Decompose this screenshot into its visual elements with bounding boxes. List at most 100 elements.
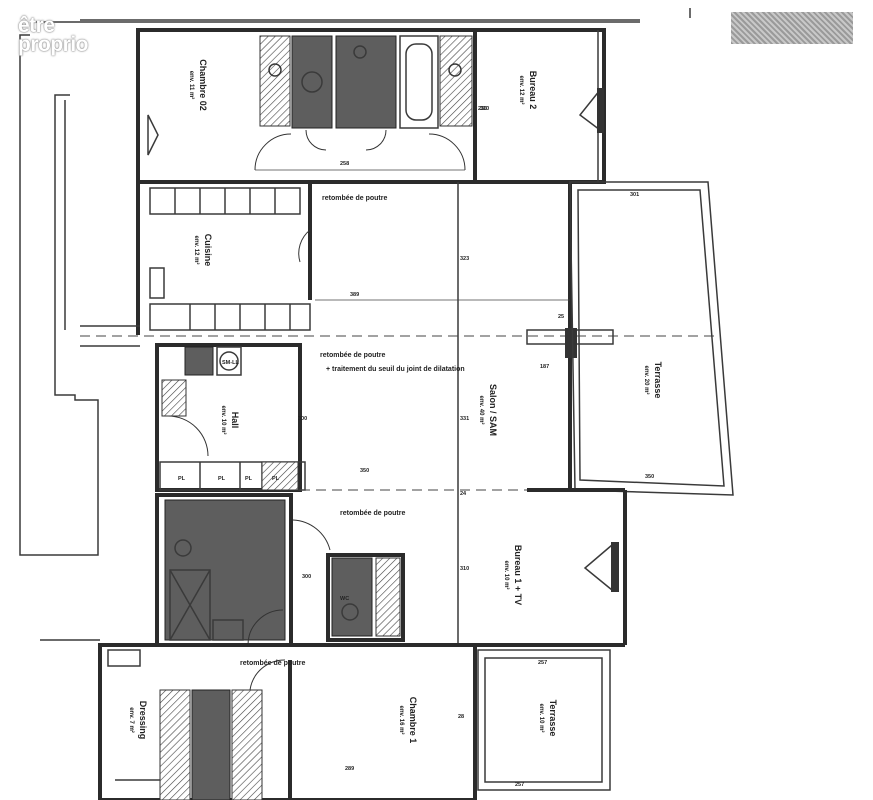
room-cuisine: Cuisine env. 12 m² — [193, 234, 213, 267]
window-frame — [611, 542, 619, 592]
room-area: env. 12 m² — [193, 236, 200, 265]
closet-label: PL — [218, 476, 226, 482]
dimension-label: 187 — [540, 364, 549, 370]
terrace-1-inner — [577, 189, 725, 487]
door-arc — [254, 133, 292, 171]
kitchen-cabinets-bottom — [149, 303, 311, 331]
hall-appliance — [184, 346, 214, 376]
dimension-label: 301 — [630, 192, 639, 198]
room-label: Bureau 1 + TV — [513, 545, 523, 605]
brand-watermark: être proprio — [18, 14, 89, 55]
bathroom-wall-hatch — [259, 35, 291, 127]
dressing-storage — [191, 689, 231, 800]
terrace-2-outline — [477, 649, 611, 791]
dimension-label: 331 — [460, 416, 469, 422]
window-frame — [597, 88, 604, 133]
sink-icon — [448, 63, 462, 77]
door-arc — [305, 129, 327, 151]
toilet-icon — [341, 603, 359, 621]
room-label: Cuisine — [203, 234, 213, 267]
door-arc — [428, 133, 466, 171]
room-label: Dressing — [138, 701, 148, 740]
room-label: Terrasse — [653, 362, 663, 399]
watermark-line: être — [18, 14, 55, 37]
closet-hatch — [261, 461, 299, 491]
wc-floor — [331, 557, 373, 637]
room-area: env. 10 m² — [503, 561, 510, 590]
room-chambre2: Chambre 02 env. 11 m² — [188, 59, 208, 111]
room-terrasse-2: Terrasse env. 10 m² — [538, 700, 558, 737]
dressing-hatch — [159, 689, 191, 800]
room-area: env. 20 m² — [643, 366, 650, 395]
window-symbol — [147, 114, 159, 156]
toilet-icon — [301, 71, 323, 93]
room-bureau1: Bureau 1 + TV env. 10 m² — [503, 545, 523, 605]
sink-icon — [353, 45, 367, 59]
beam-note: retombée de poutre — [322, 195, 387, 202]
room-label: Terrasse — [548, 700, 558, 737]
scan-artifact — [731, 12, 853, 44]
hall-closet-hatch — [161, 379, 187, 417]
door-arc — [247, 609, 284, 646]
beam-note: retombée de poutre — [320, 352, 385, 359]
window-symbol — [107, 649, 141, 667]
door-arc — [292, 519, 331, 551]
bathroom-wall-hatch — [439, 35, 473, 127]
bathroom-floor-dark — [291, 35, 333, 129]
fixture-label: WC — [340, 596, 349, 602]
dimension-label: 25 — [558, 314, 564, 320]
dimension-label: 257 — [515, 782, 524, 788]
dimension-label: 389 — [350, 292, 359, 298]
closet-label: PL — [245, 476, 253, 482]
closet-label: PL — [178, 476, 186, 482]
room-area: env. 7 m² — [128, 707, 135, 733]
bathtub — [399, 35, 439, 129]
wc-walls — [326, 553, 405, 642]
dimension-label: 289 — [345, 766, 354, 772]
terrace-1-outline — [569, 181, 734, 496]
dimension-label: 310 — [460, 566, 469, 572]
room-bureau2: Bureau 2 env. 12 m² — [518, 71, 538, 110]
shower-diagonal — [169, 569, 211, 641]
dimension-label: 310 — [480, 106, 489, 112]
dimension-label: 323 — [460, 256, 469, 262]
dimension-label: 300 — [298, 416, 307, 422]
washing-machine — [216, 346, 242, 376]
room-area: env. 10 m² — [220, 406, 227, 435]
room-area: env. 10 m² — [538, 704, 545, 733]
window-symbol — [583, 544, 613, 591]
dimension-label: 350 — [645, 474, 654, 480]
room-terrasse-1: Terrasse env. 20 m² — [643, 362, 663, 399]
room-label: Salon / SAM — [488, 384, 498, 436]
dimension-label: 300 — [302, 574, 311, 580]
room-label: Hall — [230, 412, 240, 429]
bathtub-basin — [405, 43, 433, 121]
room-area: env. 40 m² — [478, 396, 485, 425]
room-area: env. 11 m² — [188, 71, 195, 100]
dimension-label: 24 — [460, 491, 467, 497]
door-arc — [365, 129, 387, 151]
beam-note: retombée de poutre — [340, 510, 405, 517]
window-symbol — [578, 89, 601, 131]
room-hall: Hall env. 10 m² — [220, 406, 240, 435]
room-area: env. 12 m² — [518, 76, 525, 105]
room-label: Chambre 1 — [408, 697, 418, 744]
dressing-hatch — [231, 689, 263, 800]
washing-machine-drum — [219, 351, 239, 371]
beam-note-detail: + traitement du seuil du joint de dilata… — [326, 366, 465, 373]
room-label: Chambre 02 — [198, 59, 208, 111]
door-arc — [298, 229, 311, 263]
closet-label: PL — [272, 476, 280, 482]
toilet-icon — [174, 539, 192, 557]
terrace-2-inner — [484, 657, 603, 783]
shower — [169, 569, 211, 641]
dimension-label: 28 — [458, 714, 464, 720]
sink-icon — [268, 63, 282, 77]
room-chambre1: Chambre 1 env. 16 m² — [398, 697, 418, 744]
door-arc — [249, 659, 286, 691]
room-dressing: Dressing env. 7 m² — [128, 701, 148, 740]
bottom-block-walls — [98, 643, 477, 800]
column — [565, 328, 577, 358]
exterior-outline-left — [19, 34, 99, 556]
room-label: Bureau 2 — [528, 71, 538, 110]
